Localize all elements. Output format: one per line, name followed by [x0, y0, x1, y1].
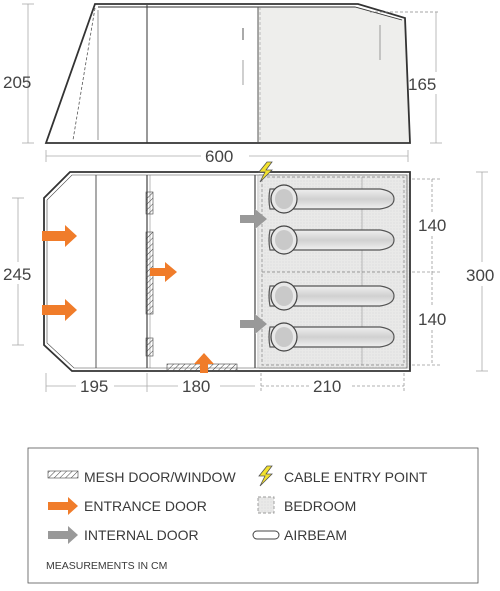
measurements-note: MEASUREMENTS IN CM [46, 560, 167, 572]
bedroom-side-shading [258, 7, 410, 142]
legend-entrance-door: ENTRANCE DOOR [84, 498, 207, 514]
legend-internal-door: INTERNAL DOOR [84, 527, 199, 543]
dimension-living-width: 245 [3, 265, 31, 284]
tent-floor-outline [43, 171, 411, 372]
bedroom-swatch-icon [257, 496, 275, 514]
dimension-side-height: 205 [3, 73, 31, 92]
orange-arrow-icon [48, 497, 78, 515]
sleeping-bag [268, 281, 395, 311]
length-dimension-line [45, 146, 409, 166]
dimension-porch-length: 195 [80, 377, 108, 396]
cable-entry-bolt-icon [258, 161, 273, 183]
dimension-pod-lower: 140 [418, 310, 446, 329]
lightning-bolt-icon [258, 465, 273, 487]
entrance-door-arrow [150, 262, 177, 282]
dimension-bedroom-height: 165 [408, 75, 436, 94]
legend-cable-entry-point: CABLE ENTRY POINT [284, 469, 428, 485]
mesh-hatch-icon [47, 470, 79, 479]
airbeam-capsule-icon [252, 530, 280, 540]
entrance-door-arrow [42, 299, 77, 321]
grey-arrow-icon [48, 526, 78, 544]
sleeping-bag [268, 225, 395, 255]
entrance-door-arrow [194, 353, 214, 373]
dimension-bedroom-length: 210 [313, 377, 341, 396]
dimension-pod-upper: 140 [418, 216, 446, 235]
tent-side-outline [44, 3, 411, 144]
dimension-total-width: 300 [466, 266, 494, 285]
entrance-door-arrow [42, 225, 77, 247]
dimension-living-length: 180 [182, 377, 210, 396]
legend-box [27, 447, 479, 584]
sleeping-bag [268, 322, 395, 352]
floor-dimension-lines [2, 171, 488, 392]
sleeping-bags [268, 184, 395, 352]
internal-door-arrow [240, 209, 267, 229]
legend-bedroom: BEDROOM [284, 498, 356, 514]
dimension-total-length: 600 [205, 147, 233, 166]
side-elevation [2, 3, 442, 144]
sleeping-bag [268, 184, 395, 214]
legend-mesh-door-window: MESH DOOR/WINDOW [84, 469, 236, 485]
legend-airbeam: AIRBEAM [284, 527, 347, 543]
internal-door-arrow [240, 314, 267, 334]
